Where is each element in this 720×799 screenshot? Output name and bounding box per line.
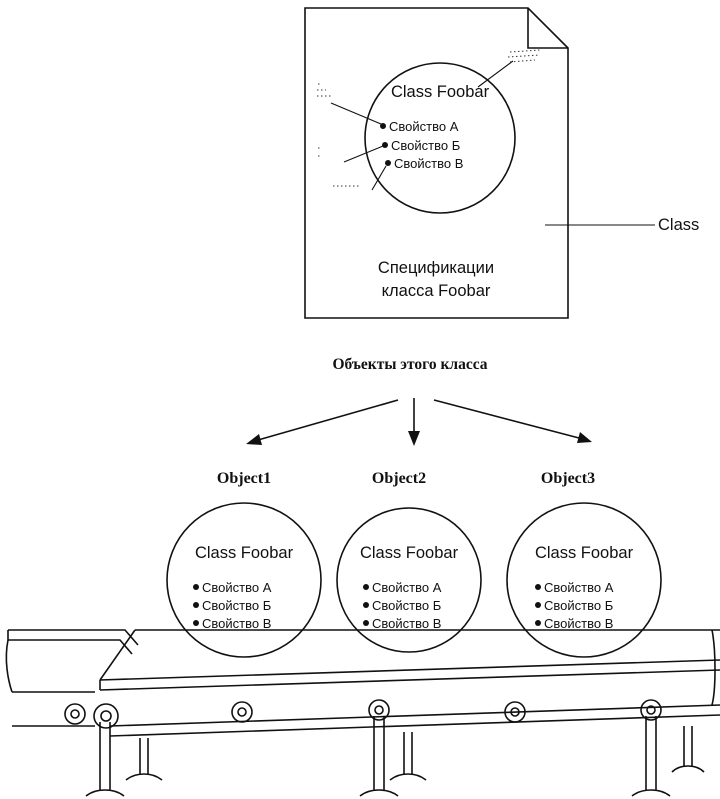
object2-circle	[336, 507, 482, 653]
object3-property-a: Свойство А	[544, 580, 614, 595]
property-bullet-icon	[535, 620, 541, 626]
objects-heading: Объекты этого класса	[332, 356, 487, 373]
property-a-leader-line	[330, 102, 382, 125]
object2-property-c: Свойство В	[372, 616, 441, 631]
object2-property-b: Свойство Б	[372, 598, 441, 613]
object3-class-title: Class Foobar	[535, 544, 634, 562]
property-bullet-icon	[363, 620, 369, 626]
object2-label: Object2	[372, 470, 426, 487]
object1-label: Object1	[217, 470, 271, 487]
object1-class-title: Class Foobar	[195, 544, 294, 562]
spec-property-a: Свойство А	[389, 119, 459, 134]
arrowhead-icon	[408, 431, 420, 446]
conveyor-legs	[85, 716, 705, 797]
object3-circle	[506, 502, 662, 658]
property-bullet-icon	[382, 142, 388, 148]
document-sheet	[304, 7, 569, 319]
property-bullet-icon	[193, 584, 199, 590]
arrowhead-icon	[577, 432, 592, 443]
object2-instance: Class Foobar Свойство А Свойство Б Свойс…	[336, 507, 482, 653]
belt-rollers	[93, 699, 662, 729]
title-leader-line	[477, 60, 514, 88]
class-callout-label: Class	[658, 216, 699, 234]
arrowhead-icon	[246, 434, 262, 445]
property-bullet-icon	[193, 602, 199, 608]
property-bullet-icon	[385, 160, 391, 166]
object3-property-b: Свойство Б	[544, 598, 613, 613]
object3-label: Object3	[541, 470, 595, 487]
scribble-annotations	[317, 49, 541, 187]
spec-property-c: Свойство В	[394, 156, 463, 171]
property-bullet-icon	[363, 584, 369, 590]
property-bullet-icon	[363, 602, 369, 608]
spec-property-b: Свойство Б	[391, 138, 460, 153]
instantiation-arrows	[246, 398, 592, 446]
object1-property-a: Свойство А	[202, 580, 272, 595]
spec-class-title: Class Foobar	[391, 83, 490, 101]
object2-class-title: Class Foobar	[360, 544, 459, 562]
spec-caption-line-1: Спецификации	[378, 259, 494, 277]
object1-instance: Class Foobar Свойство А Свойство Б Свойс…	[166, 502, 322, 658]
spec-caption-line-2: класса Foobar	[382, 282, 491, 300]
document-folded-corner	[527, 8, 568, 49]
object1-property-b: Свойство Б	[202, 598, 271, 613]
object3-instance: Class Foobar Свойство А Свойство Б Свойс…	[506, 502, 662, 658]
property-bullet-icon	[535, 584, 541, 590]
conveyor-belt	[5, 629, 720, 797]
object1-property-c: Свойство В	[202, 616, 271, 631]
property-c-leader-line	[371, 165, 387, 191]
arrow-to-object3	[433, 399, 580, 439]
spec-class-circle	[364, 62, 516, 214]
object1-circle	[166, 502, 322, 658]
property-bullet-icon	[193, 620, 199, 626]
arrow-to-object1	[257, 399, 399, 441]
property-b-leader-line	[343, 145, 384, 163]
object2-property-a: Свойство А	[372, 580, 442, 595]
spec-document: Class Foobar Свойство А Свойство Б Свойс…	[304, 7, 569, 319]
property-bullet-icon	[535, 602, 541, 608]
object3-property-c: Свойство В	[544, 616, 613, 631]
property-bullet-icon	[380, 123, 386, 129]
